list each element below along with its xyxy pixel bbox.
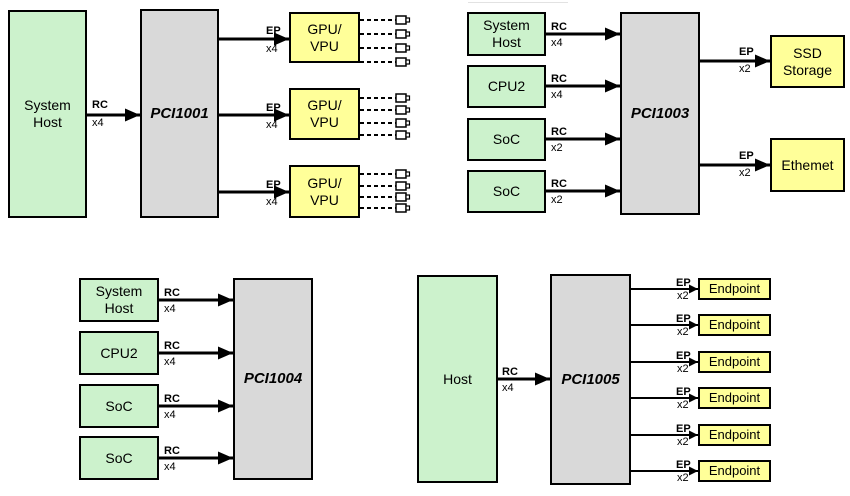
d4-ep-port-label-3: EP bbox=[676, 386, 691, 398]
d1-ep-port-label-1: EP bbox=[266, 102, 281, 114]
d3-system-host-box: System Host bbox=[79, 278, 159, 322]
d3-switch-pci1004-box: PCI1004 bbox=[233, 278, 313, 480]
d3-rc-lane-label-0: x4 bbox=[164, 303, 176, 315]
d4-endpoint-box-0: Endpoint bbox=[698, 278, 771, 300]
d4-ep-lane-label-1: x2 bbox=[677, 326, 689, 338]
d1-system-host-box: System Host bbox=[8, 10, 87, 218]
d1-gpu-vpu-box-1: GPU/ VPU bbox=[289, 88, 360, 140]
d4-host-box: Host bbox=[417, 275, 498, 483]
d3-rc-port-label-3: RC bbox=[164, 445, 180, 457]
d4-endpoint-box-5: Endpoint bbox=[698, 460, 771, 482]
d4-ep-port-label-5: EP bbox=[676, 459, 691, 471]
d4-endpoint-box-2: Endpoint bbox=[698, 351, 771, 373]
d3-cpu2-box: CPU2 bbox=[79, 331, 159, 375]
camera-icon bbox=[395, 105, 411, 115]
d3-arrows bbox=[159, 293, 233, 465]
d4-endpoint-box-1: Endpoint bbox=[698, 314, 771, 336]
d2-soc-box-0: SoC bbox=[467, 118, 546, 161]
d4-ep-port-label-4: EP bbox=[676, 423, 691, 435]
d1-camera-icons bbox=[395, 15, 411, 213]
d2-ssd-storage-box: SSD Storage bbox=[770, 35, 845, 88]
d2-rc-lane-label-3: x2 bbox=[551, 194, 563, 206]
d4-rc-lane-label: x4 bbox=[502, 382, 514, 394]
d1-arrows bbox=[87, 32, 289, 199]
d4-endpoint-box-3: Endpoint bbox=[698, 387, 771, 409]
d2-rc-lane-label-2: x2 bbox=[551, 142, 563, 154]
d2-ep-lane-label-0: x2 bbox=[739, 63, 751, 75]
d3-rc-port-label-0: RC bbox=[164, 287, 180, 299]
camera-icon bbox=[395, 57, 411, 67]
camera-icon bbox=[395, 192, 411, 202]
cropped-edge-artifact bbox=[468, 2, 568, 3]
d4-switch-pci1005-box: PCI1005 bbox=[550, 274, 631, 485]
d1-ep-lane-label-0: x4 bbox=[266, 43, 278, 55]
d2-ep-port-label-0: EP bbox=[739, 46, 754, 58]
camera-icon bbox=[395, 118, 411, 128]
d2-ep-port-label-1: EP bbox=[739, 150, 754, 162]
d2-rc-port-label-2: RC bbox=[551, 126, 567, 138]
d1-ep-lane-label-2: x4 bbox=[266, 196, 278, 208]
camera-icon bbox=[395, 203, 411, 213]
camera-icon bbox=[395, 15, 411, 25]
d4-arrows bbox=[498, 284, 698, 476]
camera-icon bbox=[395, 43, 411, 53]
d1-gpu-vpu-box-2: GPU/ VPU bbox=[289, 165, 360, 218]
d2-rc-port-label-3: RC bbox=[551, 178, 567, 190]
d3-rc-port-label-1: RC bbox=[164, 340, 180, 352]
d4-ep-port-label-0: EP bbox=[676, 277, 691, 289]
d1-dashed-links bbox=[360, 19, 396, 209]
d2-cpu2-box: CPU2 bbox=[467, 65, 546, 108]
d1-switch-pci1001-box: PCI1001 bbox=[140, 9, 219, 218]
d3-soc-box-0: SoC bbox=[79, 384, 159, 428]
d4-ep-lane-label-2: x2 bbox=[677, 363, 689, 375]
d4-ep-lane-label-4: x2 bbox=[677, 436, 689, 448]
d4-ep-lane-label-3: x2 bbox=[677, 399, 689, 411]
d3-rc-lane-label-1: x4 bbox=[164, 356, 176, 368]
d4-ep-port-label-1: EP bbox=[676, 313, 691, 325]
d1-ep-port-label-0: EP bbox=[266, 25, 281, 37]
d4-rc-port-label: RC bbox=[502, 366, 518, 378]
d4-endpoint-box-4: Endpoint bbox=[698, 424, 771, 446]
d2-switch-pci1003-box: PCI1003 bbox=[620, 12, 700, 215]
d2-arrows bbox=[546, 27, 770, 198]
d1-gpu-vpu-box-0: GPU/ VPU bbox=[289, 12, 360, 63]
d4-ep-port-label-2: EP bbox=[676, 350, 691, 362]
d3-rc-port-label-2: RC bbox=[164, 393, 180, 405]
camera-icon bbox=[395, 93, 411, 103]
d3-rc-lane-label-2: x4 bbox=[164, 409, 176, 421]
d2-rc-lane-label-1: x4 bbox=[551, 89, 563, 101]
d3-rc-lane-label-3: x4 bbox=[164, 461, 176, 473]
d1-ep-lane-label-1: x4 bbox=[266, 119, 278, 131]
d2-system-host-box: System Host bbox=[467, 12, 546, 56]
d1-ep-port-label-2: EP bbox=[266, 179, 281, 191]
d4-ep-lane-label-0: x2 bbox=[677, 290, 689, 302]
d3-soc-box-1: SoC bbox=[79, 436, 159, 480]
d2-ep-lane-label-1: x2 bbox=[739, 167, 751, 179]
camera-icon bbox=[395, 29, 411, 39]
d4-ep-lane-label-5: x2 bbox=[677, 472, 689, 484]
camera-icon bbox=[395, 181, 411, 191]
d2-ethernet-box: Ethemet bbox=[770, 138, 845, 192]
d1-rc-port-label: RC bbox=[92, 99, 108, 111]
d2-rc-lane-label-0: x4 bbox=[551, 37, 563, 49]
d2-rc-port-label-1: RC bbox=[551, 73, 567, 85]
d1-rc-lane-label: x4 bbox=[92, 117, 104, 129]
camera-icon bbox=[395, 169, 411, 179]
d2-soc-box-1: SoC bbox=[467, 170, 546, 213]
d2-rc-port-label-0: RC bbox=[551, 21, 567, 33]
camera-icon bbox=[395, 130, 411, 140]
